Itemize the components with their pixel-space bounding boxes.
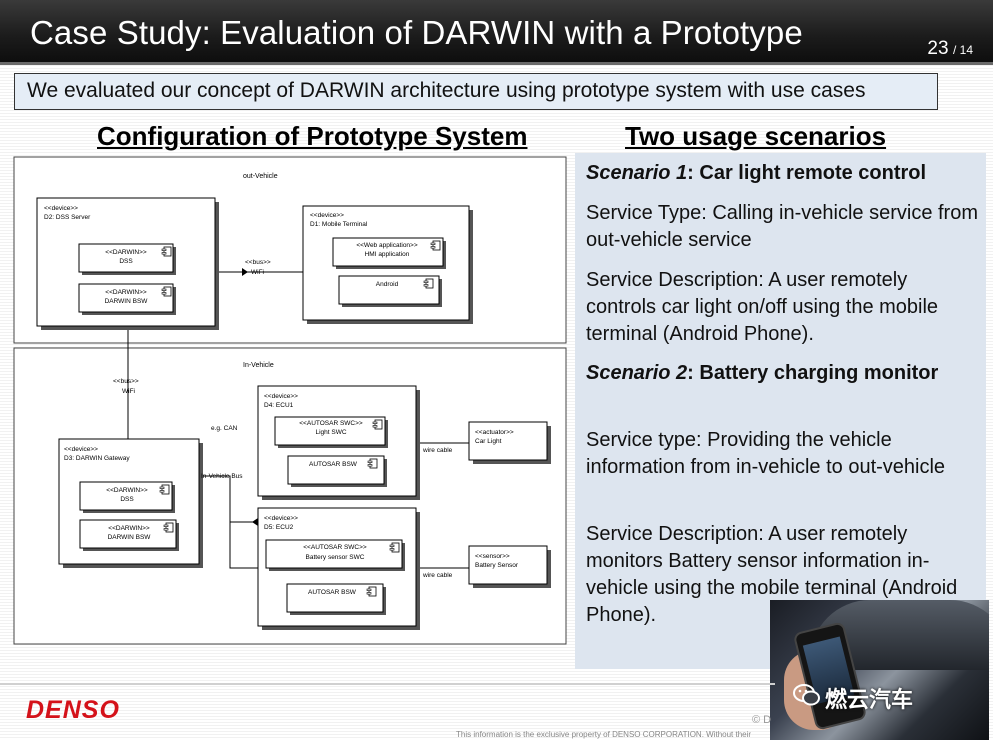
scenario-2-heading: : Battery charging monitor bbox=[687, 362, 939, 384]
d2-c1-stereotype: <<DARWIN>> bbox=[105, 249, 147, 256]
phone-photo: 燃云汽车 bbox=[770, 600, 989, 740]
d4-c1-stereotype: <<AUTOSAR SWC>> bbox=[299, 420, 363, 427]
bus-arrow-icon bbox=[252, 518, 258, 526]
in-vehicle-label: In-Vehicle bbox=[243, 362, 274, 369]
d1-name: D1: Mobile Terminal bbox=[310, 221, 368, 228]
usage-heading: Two usage scenarios bbox=[625, 121, 887, 151]
d3-name: D3: DARWIN Gateway bbox=[64, 455, 130, 462]
summary-box: We evaluated our concept of DARWIN archi… bbox=[14, 73, 938, 110]
disclaimer-text: This information is the exclusive proper… bbox=[456, 730, 752, 739]
d4-c2-name: AUTOSAR BSW bbox=[309, 461, 358, 468]
device-d5: <<device>> D5: ECU2 <<AUTOSAR SWC>> Batt… bbox=[257, 507, 420, 630]
d4-stereotype: <<device>> bbox=[264, 393, 298, 400]
bus-mid-name: WiFi bbox=[122, 388, 135, 395]
d1-stereotype: <<device>> bbox=[310, 212, 344, 219]
in-vehicle-bus-label: In-Vehicle Bus bbox=[201, 473, 243, 480]
d3-c2-name: DARWIN BSW bbox=[108, 534, 152, 541]
actuator-stereotype: <<actuator>> bbox=[475, 429, 514, 436]
d5-stereotype: <<device>> bbox=[264, 515, 298, 522]
scenario-1-prefix: Scenario 1 bbox=[586, 162, 688, 184]
slide-title: Case Study: Evaluation of DARWIN with a … bbox=[30, 14, 803, 51]
watermark-text: 燃云汽车 bbox=[793, 682, 914, 714]
device-d4: <<device>> D4: ECU1 <<AUTOSAR SWC>> Ligh… bbox=[257, 385, 420, 500]
page-number: 23 / 14 bbox=[927, 38, 973, 60]
bus-arrow-icon bbox=[242, 268, 248, 276]
wire-cable-2-label: wire cable bbox=[422, 572, 453, 579]
out-vehicle-label: out-Vehicle bbox=[243, 173, 278, 180]
sensor-name: Battery Sensor bbox=[475, 562, 519, 569]
actuator-name: Car Light bbox=[475, 438, 502, 445]
d5-c1-name: Battery sensor SWC bbox=[306, 554, 365, 561]
scenario-2-description: Service Description: A user remotely mon… bbox=[586, 523, 958, 626]
d1-c1-name: HMI application bbox=[365, 251, 410, 258]
wechat-icon bbox=[793, 684, 820, 706]
sensor-node: <<sensor>> Battery Sensor bbox=[468, 545, 551, 588]
scenario-1-heading: : Car light remote control bbox=[687, 162, 927, 184]
d2-name: D2: DSS Server bbox=[44, 214, 91, 221]
d1-c1-stereotype: <<Web application>> bbox=[356, 242, 418, 249]
connectors bbox=[127, 271, 469, 569]
page-total: / 14 bbox=[952, 43, 973, 57]
page-current: 23 bbox=[927, 38, 949, 59]
d3-c1-name: DSS bbox=[120, 496, 134, 503]
eg-can-label: e.g. CAN bbox=[211, 425, 238, 432]
d5-c2-name: AUTOSAR BSW bbox=[308, 589, 357, 596]
wire-cable-1-label: wire cable bbox=[422, 447, 453, 454]
sensor-stereotype: <<sensor>> bbox=[475, 553, 510, 560]
denso-logo: DENSO bbox=[26, 696, 120, 724]
scenario-1-title: Scenario 1: Car light remote control bbox=[586, 160, 981, 187]
d5-name: D5: ECU2 bbox=[264, 524, 294, 531]
copyright-text: © D bbox=[752, 714, 772, 726]
bus-top-stereotype: <<bus>> bbox=[245, 259, 271, 266]
actuator-node: <<actuator>> Car Light bbox=[468, 421, 551, 464]
title-bar: Case Study: Evaluation of DARWIN with a … bbox=[0, 0, 993, 65]
deployment-diagram: out-Vehicle In-Vehicle <<device>> D2: DS… bbox=[13, 156, 567, 645]
scenario-1-type: Service Type: Calling in-vehicle service… bbox=[586, 202, 979, 251]
scenario-2-title: Scenario 2: Battery charging monitor bbox=[586, 360, 981, 387]
watermark-label: 燃云汽车 bbox=[825, 687, 914, 712]
scenario-1-description: Service Description: A user remotely con… bbox=[586, 269, 939, 345]
scenario-2-type: Service type: Providing the vehicle info… bbox=[586, 429, 946, 478]
d2-c1-name: DSS bbox=[119, 258, 133, 265]
d3-c1-stereotype: <<DARWIN>> bbox=[106, 487, 148, 494]
d2-c2-name: DARWIN BSW bbox=[105, 298, 149, 305]
device-d2: <<device>> D2: DSS Server <<DARWIN>> DSS… bbox=[36, 197, 219, 330]
device-d1: <<device>> D1: Mobile Terminal <<Web app… bbox=[302, 205, 473, 324]
device-d3: <<device>> D3: DARWIN Gateway <<DARWIN>>… bbox=[58, 438, 203, 568]
d2-c2-stereotype: <<DARWIN>> bbox=[105, 289, 147, 296]
d2-stereotype: <<device>> bbox=[44, 205, 78, 212]
scenarios-panel: Scenario 1: Car light remote control Ser… bbox=[575, 153, 986, 669]
d1-c2-name: Android bbox=[376, 281, 399, 288]
title-rule bbox=[0, 62, 993, 65]
bus-mid-stereotype: <<bus>> bbox=[113, 378, 139, 385]
bus-top-name: WiFi bbox=[251, 269, 264, 276]
scenario-2-prefix: Scenario 2 bbox=[586, 362, 688, 384]
d4-name: D4: ECU1 bbox=[264, 402, 294, 409]
config-heading: Configuration of Prototype System bbox=[97, 121, 528, 151]
d3-stereotype: <<device>> bbox=[64, 446, 98, 453]
d4-c1-name: Light SWC bbox=[315, 429, 346, 436]
footer-rule bbox=[0, 683, 775, 685]
d3-c2-stereotype: <<DARWIN>> bbox=[108, 525, 150, 532]
d5-c1-stereotype: <<AUTOSAR SWC>> bbox=[303, 544, 367, 551]
